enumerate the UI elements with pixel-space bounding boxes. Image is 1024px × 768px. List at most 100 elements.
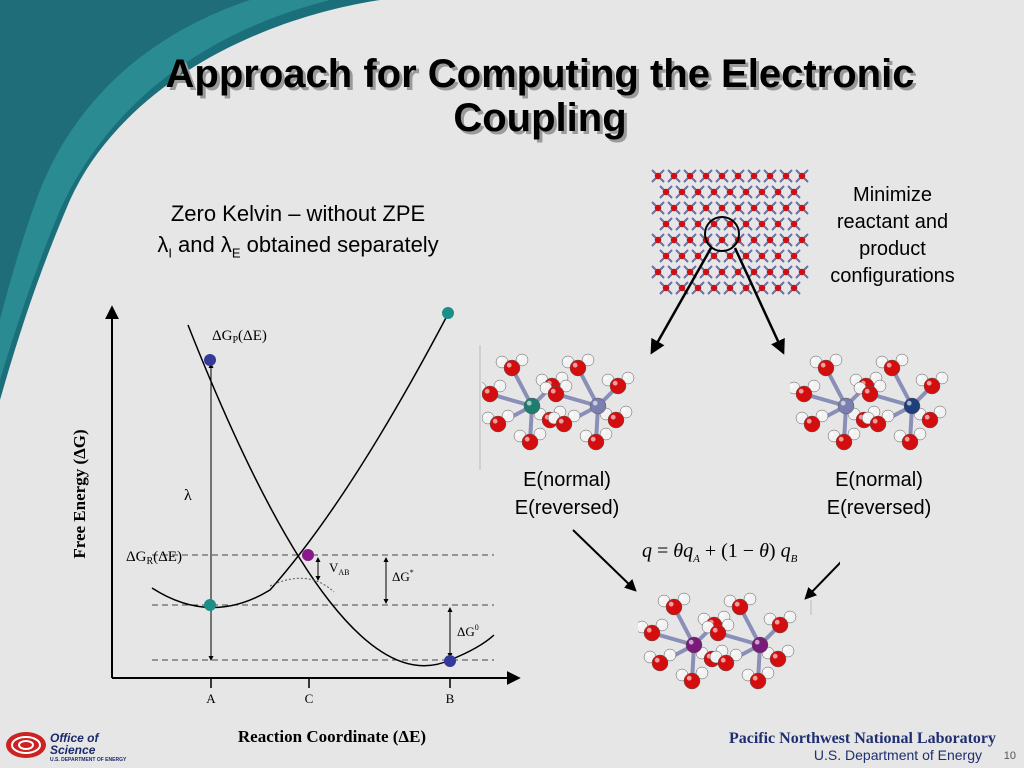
- hydrogen-atom-shine: [852, 376, 856, 380]
- hydrogen-atom-shine: [564, 358, 568, 362]
- hydrogen-atom-shine: [872, 374, 876, 378]
- reactant-curve: [151, 313, 449, 609]
- lattice-atom: [790, 188, 798, 196]
- lattice-atom: [718, 268, 726, 276]
- minimize-note: Minimize reactant and product configurat…: [805, 182, 980, 290]
- oxygen-atom: [651, 654, 669, 672]
- lattice-atom: [750, 204, 758, 212]
- lattice-atom: [774, 220, 782, 228]
- lattice-atom: [654, 172, 662, 180]
- lattice-atom: [758, 188, 766, 196]
- title-line-1: Approach for Computing the Electronic: [165, 52, 915, 96]
- adiabatic-dotted-curve: [269, 577, 335, 593]
- hydrogen-atom-shine: [864, 414, 868, 418]
- product-curve: [187, 324, 495, 667]
- lattice-atom: [694, 252, 702, 260]
- oxygen-atom: [569, 359, 587, 377]
- point-product-at-a: [204, 354, 216, 366]
- metal-atom-shine: [906, 400, 912, 406]
- oxygen-atom: [861, 385, 879, 403]
- lattice-atom: [694, 284, 702, 292]
- lattice-atom: [742, 252, 750, 260]
- oxygen-atom-shine: [654, 657, 660, 663]
- lattice-atom: [790, 284, 798, 292]
- hydrogen-atom-shine: [744, 671, 748, 675]
- office-doe-text: U.S. DEPARTMENT OF ENERGY: [50, 757, 127, 763]
- metal-atom: [523, 397, 541, 415]
- metal-atom: [837, 397, 855, 415]
- lattice-atom: [654, 268, 662, 276]
- hydrogen-atom-shine: [658, 621, 662, 625]
- lattice-atom: [742, 220, 750, 228]
- metal-atom: [903, 397, 921, 415]
- hydrogen-atom-shine: [562, 382, 566, 386]
- hydrogen-atom-shine: [602, 430, 606, 434]
- minimize-line: product: [859, 238, 926, 260]
- hydrogen-atom-shine: [498, 358, 502, 362]
- right-energy-labels: E(normal) E(reversed): [804, 466, 954, 522]
- lattice-atom: [742, 188, 750, 196]
- oxygen-atom-shine: [806, 418, 812, 424]
- oxygen-atom: [587, 433, 605, 451]
- highlight-circle: [704, 216, 740, 252]
- minimize-line: reactant and: [836, 211, 949, 233]
- hydrogen-atom-shine: [810, 382, 814, 386]
- lattice-atom: [686, 204, 694, 212]
- hydrogen-atom-shine: [646, 653, 650, 657]
- lambda-i-symbol: λ: [157, 232, 169, 257]
- subtitle-line-2: λI and λE obtained separately: [118, 229, 478, 268]
- hydrogen-atom-shine: [938, 374, 942, 378]
- left-energy-labels: E(normal) E(reversed): [492, 466, 642, 522]
- oxygen-atom: [555, 415, 573, 433]
- hydrogen-atom-shine: [832, 356, 836, 360]
- lambda-label: λ: [184, 487, 192, 504]
- oxygen-atom: [921, 411, 939, 429]
- lattice-atom: [766, 236, 774, 244]
- x-axis-label: Reaction Coordinate (ΔE): [238, 727, 426, 746]
- metal-atom-shine: [592, 400, 598, 406]
- hydrogen-atom-shine: [496, 382, 500, 386]
- lattice-atom: [710, 188, 718, 196]
- subtitle-line-1: Zero Kelvin – without ZPE: [170, 201, 426, 226]
- lattice-atom: [790, 252, 798, 260]
- office-of-science-logo: [6, 732, 46, 758]
- hydrogen-atom-shine: [700, 615, 704, 619]
- hydrogen-atom-shine: [764, 669, 768, 673]
- hydrogen-atom-shine: [916, 430, 920, 434]
- subtitle-rest: obtained separately: [240, 232, 439, 257]
- lattice-atom: [750, 268, 758, 276]
- oxygen-atom: [503, 359, 521, 377]
- hydrogen-atom-shine: [798, 414, 802, 418]
- right-e-normal: E(normal): [835, 469, 923, 491]
- molecule-left: [482, 353, 635, 451]
- hydrogen-atom-shine: [726, 597, 730, 601]
- hydrogen-atom-shine: [536, 430, 540, 434]
- lattice-atom: [670, 236, 678, 244]
- lattice-atom: [662, 252, 670, 260]
- hydrogen-atom-shine: [666, 651, 670, 655]
- oxygen-atom: [731, 598, 749, 616]
- hydrogen-atom-shine: [898, 356, 902, 360]
- hydrogen-atom-shine: [786, 613, 790, 617]
- oxygen-atom: [482, 385, 499, 403]
- oxygen-atom-shine: [484, 388, 490, 394]
- subscript-i: I: [168, 245, 172, 261]
- lattice-atom: [798, 236, 806, 244]
- oxygen-atom-shine: [492, 418, 498, 424]
- metal-atom: [589, 397, 607, 415]
- oxygen-atom: [817, 359, 835, 377]
- subtitle: Zero Kelvin – without ZPE λI and λE obta…: [118, 198, 478, 268]
- lattice-atom: [718, 172, 726, 180]
- minimize-line: configurations: [830, 265, 955, 287]
- molecule-right: [790, 353, 949, 451]
- lattice-atom: [766, 172, 774, 180]
- oxygen-atom-shine: [926, 380, 932, 386]
- department-name: U.S. Department of Energy: [813, 747, 982, 763]
- hydrogen-atom-shine: [584, 356, 588, 360]
- arrow-to-right-molecule: [733, 247, 785, 355]
- oxygen-atom-shine: [686, 675, 692, 681]
- lattice-atom: [790, 220, 798, 228]
- product-curve-label: ΔGP(ΔE): [212, 328, 267, 346]
- lattice-atom: [662, 284, 670, 292]
- lattice-atom: [694, 220, 702, 228]
